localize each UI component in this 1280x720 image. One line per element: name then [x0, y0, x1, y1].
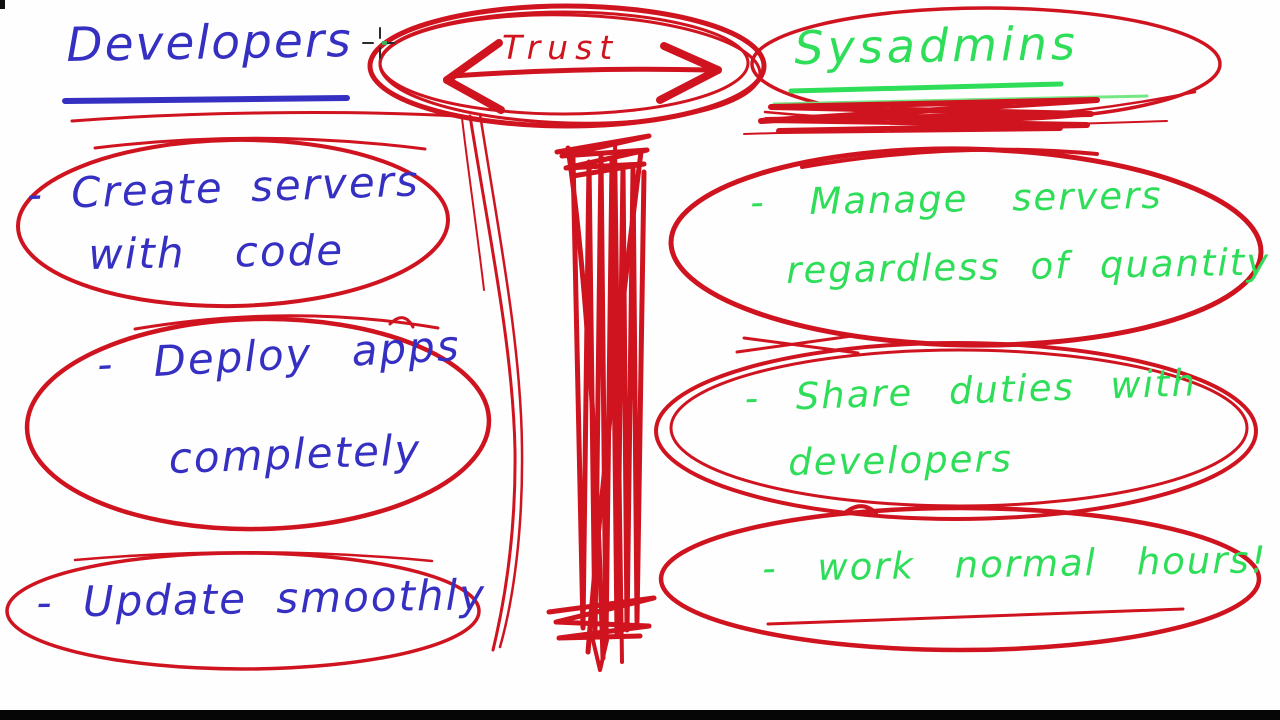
- left-heading: Developers: [65, 13, 354, 73]
- circle-work-hours-hook: [844, 504, 878, 515]
- developers-blue-underline-stroke: [62, 95, 350, 104]
- developers-red-underline-stroke: [70, 111, 460, 123]
- sysadmins-red-scribble-underline: [758, 97, 1100, 134]
- circle-manage-servers-overshoot: [800, 147, 1099, 169]
- trust-arrow-shaft: [449, 66, 713, 79]
- trust-oval-stroke-1: [367, 3, 767, 129]
- circle-update-smoothly-double: [73, 550, 434, 563]
- right-item-3-line-1: - work normal hours!: [761, 538, 1268, 590]
- circle-deploy-apps: [24, 316, 492, 532]
- divider-scribble-cross-1: [565, 145, 606, 661]
- circle-share-duties-x2: [742, 336, 860, 355]
- thin-divider-line-1: [468, 114, 517, 652]
- thin-divider-line-3: [461, 117, 485, 291]
- divider-scribble-bottom-cluster: [546, 595, 657, 641]
- trust-arrow-right-head-bottom: [656, 66, 722, 104]
- crosshair-cursor-icon: [362, 27, 395, 59]
- trust-arrow-left-head-bottom: [443, 76, 505, 114]
- divider-scribble-cross-3: [613, 140, 624, 664]
- divider-scribble-top-cluster: [554, 133, 652, 179]
- trust-arrow-left-head-top: [443, 39, 503, 84]
- circle-share-duties-outer: [654, 341, 1258, 521]
- right-heading: Sysadmins: [793, 16, 1080, 75]
- trust-arrow-right-head-top: [660, 42, 722, 74]
- sysadmins-red-scribble-thin: [743, 120, 1168, 135]
- left-item-2-line-2: completely: [167, 425, 423, 483]
- corner-artifact: [0, 0, 5, 9]
- circle-create-servers-overshoot: [93, 136, 427, 151]
- sysadmins-oval: [750, 6, 1222, 122]
- circle-create-servers: [16, 137, 450, 309]
- right-item-1-line-2: regardless of quantity: [785, 240, 1271, 292]
- crosshair-center-dot: [382, 41, 387, 45]
- work-hours-red-underline: [766, 607, 1185, 626]
- circle-deploy-apps-hook: [388, 316, 415, 329]
- left-item-3-line-1: - Update smoothly: [35, 570, 487, 627]
- trust-oval-stroke-3: [378, 13, 762, 125]
- sysadmins-green-underline: [788, 81, 1064, 94]
- right-item-2-line-2: developers: [787, 437, 1014, 484]
- trust-label: Trust: [502, 28, 620, 67]
- thin-divider-line-2: [478, 112, 524, 649]
- right-item-1-line-1: - Manage servers: [749, 173, 1163, 224]
- divider-scribble-bottom-tail: [590, 634, 609, 672]
- bottom-letterbox-bar: [0, 710, 1280, 720]
- circle-work-hours: [658, 505, 1262, 653]
- left-item-1-line-2: with code: [87, 225, 345, 279]
- circle-deploy-apps-overshoot: [133, 314, 440, 331]
- divider-scribble-cross-2: [585, 149, 644, 655]
